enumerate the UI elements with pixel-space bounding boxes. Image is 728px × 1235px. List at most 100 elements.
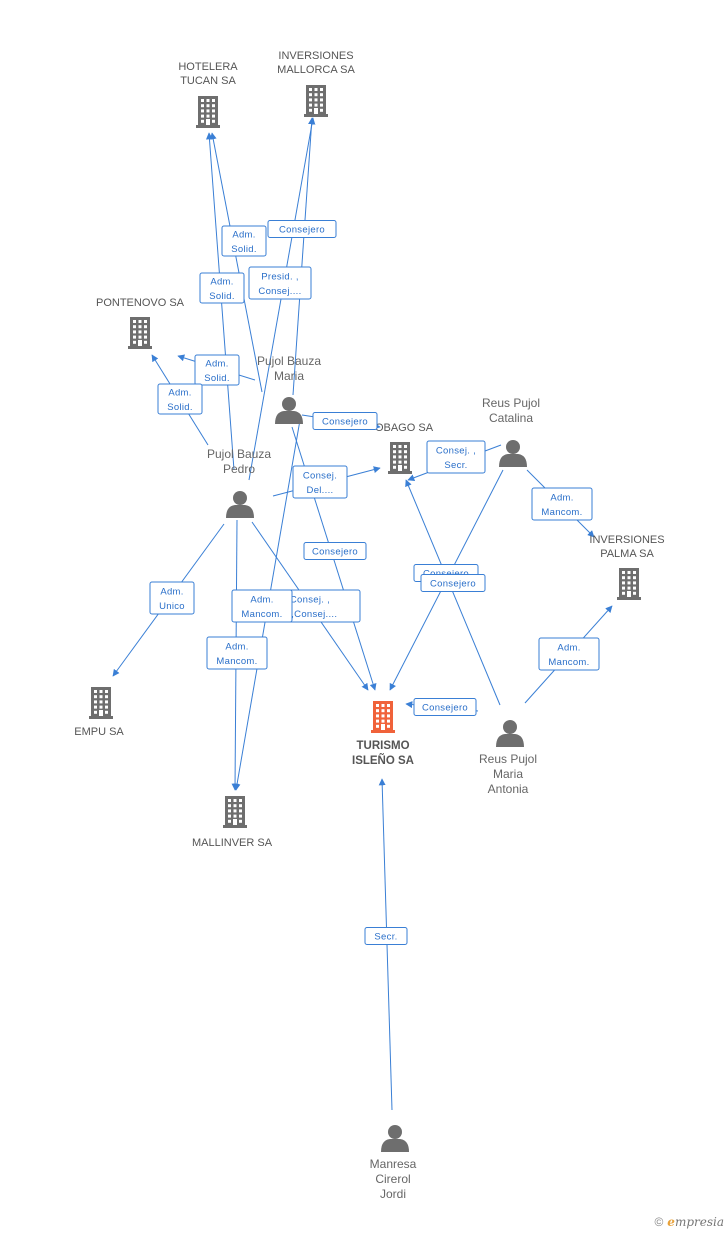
edge-label-box bbox=[426, 440, 486, 474]
edge-label-maria-to-turismo[interactable]: Consejero bbox=[303, 542, 367, 560]
node-label-pontenovo: PONTENOVO SA bbox=[96, 297, 185, 309]
edge-label-maria-to-tobago[interactable]: Consejero bbox=[312, 412, 378, 430]
node-hotelera[interactable]: HOTELERA TUCAN SA bbox=[178, 61, 238, 128]
edge-label-text: Adm. bbox=[557, 642, 580, 653]
edge-label-text: Adm. bbox=[550, 492, 573, 503]
edge-label-pedro-to-pontenovo[interactable]: Adm.Solid. bbox=[157, 383, 203, 415]
node-label-tobago: OBAGO SA bbox=[375, 422, 434, 434]
node-label-jordi: Manresa bbox=[370, 1157, 417, 1171]
node-label-empu: EMPU SA bbox=[74, 726, 124, 738]
edge-label-catalina-to-invpalma[interactable]: Adm.Mancom. bbox=[531, 487, 593, 521]
node-label-invpalma: PALMA SA bbox=[600, 548, 654, 560]
edge-label-pedro-to-mallinver[interactable]: Adm. Mancom. bbox=[206, 636, 268, 670]
edge-label-text: Consejero bbox=[279, 225, 325, 236]
edge-label-box bbox=[248, 266, 312, 300]
node-label-maria: Maria bbox=[274, 369, 304, 383]
edge-label-box bbox=[413, 698, 477, 716]
edge-label-box bbox=[149, 581, 195, 615]
person-icon bbox=[499, 440, 527, 467]
edge-label-text: Adm. bbox=[250, 594, 273, 605]
node-label-invmallorca: INVERSIONES bbox=[278, 50, 353, 62]
node-label-antonia: Antonia bbox=[488, 782, 529, 796]
person-icon bbox=[496, 720, 524, 747]
edge-label-text: Del.... bbox=[307, 485, 334, 496]
edge-label-text: Adm. bbox=[225, 641, 248, 652]
node-label-antonia: Maria bbox=[493, 767, 523, 781]
node-label-turismo: TURISMO bbox=[356, 740, 409, 752]
edge-label-maria-to-mallinver[interactable]: Adm. Mancom. bbox=[231, 589, 293, 623]
node-label-pedro: Pedro bbox=[223, 462, 255, 476]
node-empu[interactable]: EMPU SA bbox=[74, 687, 124, 738]
edge-label-text: Consej.... bbox=[258, 286, 301, 297]
edge-label-pedro-to-invmallorca[interactable]: Presid. , Consej.... bbox=[248, 266, 312, 300]
edge-label-text: Adm. bbox=[160, 586, 183, 597]
edge-label-text: d.,Consej.... bbox=[283, 609, 338, 620]
edge-label-antonia-to-tobago[interactable]: Consejero bbox=[420, 574, 486, 592]
node-invmallorca[interactable]: INVERSIONES MALLORCA SA bbox=[277, 50, 355, 117]
edge-label-maria-to-pontenovo[interactable]: Adm. Solid. bbox=[194, 354, 240, 386]
node-pontenovo[interactable]: PONTENOVO SA bbox=[96, 297, 185, 349]
edge-label-text: Unico bbox=[159, 601, 185, 612]
building-icon bbox=[388, 442, 412, 474]
edge-label-catalina-to-tobago[interactable]: Consej. , Secr. bbox=[426, 440, 486, 474]
edge-label-text: Presid. , bbox=[261, 271, 299, 282]
edge-label-pedro-to-tobago[interactable]: Consej. Del.... bbox=[292, 465, 348, 499]
edge-label-text: Consej. , bbox=[436, 445, 476, 456]
node-label-hotelera: TUCAN SA bbox=[180, 75, 236, 87]
edge-label-text: Mancom. bbox=[216, 656, 257, 667]
node-tobago[interactable]: OBAGO SA bbox=[375, 422, 434, 474]
edge-label-text: Adm. bbox=[232, 229, 255, 240]
edge-label-text: Consejero bbox=[422, 703, 468, 714]
node-label-maria: Pujol Bauza bbox=[257, 354, 321, 368]
edge-label-box bbox=[199, 272, 245, 304]
node-label-invmallorca: MALLORCA SA bbox=[277, 64, 355, 76]
edge-label-text: Solid. bbox=[167, 402, 193, 413]
edge-label-box bbox=[231, 589, 293, 623]
edge-label-antonia-to-invpalma[interactable]: Adm. Mancom. bbox=[538, 637, 600, 671]
logo-initial: e bbox=[667, 1215, 675, 1229]
node-label-catalina: Catalina bbox=[489, 411, 533, 425]
edge-label-text: Consejero bbox=[322, 417, 368, 428]
edge-label-text: Secr. bbox=[444, 460, 467, 471]
edge-label-text: Consejero bbox=[430, 579, 476, 590]
node-label-jordi: Jordi bbox=[380, 1187, 406, 1201]
edge-label-box bbox=[157, 383, 203, 415]
building-icon bbox=[304, 85, 328, 117]
edge-label-text: Adm. bbox=[205, 358, 228, 369]
edge-label-jordi-to-turismo[interactable]: Secr. bbox=[364, 927, 408, 945]
edge-label-pedro-to-hotelera[interactable]: Adm.Solid. bbox=[199, 272, 245, 304]
edge-label-maria-to-invmallorca[interactable]: Consejero bbox=[267, 220, 337, 238]
edge-label-text: Solid. bbox=[204, 373, 230, 384]
building-icon bbox=[223, 796, 247, 828]
edge-label-text: Mancom. bbox=[548, 657, 589, 668]
edge-label-maria-to-hotelera[interactable]: Adm. Solid. bbox=[221, 225, 267, 257]
edge-label-text: Mancom. bbox=[241, 609, 282, 620]
node-mallinver[interactable]: MALLINVER SA bbox=[192, 796, 273, 849]
edge-label-box bbox=[267, 220, 337, 238]
edge-label-box bbox=[364, 927, 408, 945]
node-label-hotelera: HOTELERA bbox=[178, 61, 238, 73]
edge-label-text: Solid. bbox=[231, 244, 257, 255]
edge-label-pedro-to-empu[interactable]: Adm. Unico bbox=[149, 581, 195, 615]
edge-label-text: Consej. bbox=[303, 470, 337, 481]
node-label-mallinver: MALLINVER SA bbox=[192, 837, 273, 849]
building-icon bbox=[617, 568, 641, 600]
logo-text: mpresia bbox=[674, 1215, 724, 1229]
edge-label-text: Secr. bbox=[374, 932, 397, 943]
node-label-pedro: Pujol Bauza bbox=[207, 447, 271, 461]
edge-maria-to-invmallorca bbox=[292, 117, 316, 396]
edge-label-box bbox=[312, 412, 378, 430]
edge-antonia-to-tobago bbox=[405, 479, 501, 706]
edge-label-box bbox=[206, 636, 268, 670]
edge-label-text: Solid. bbox=[209, 291, 235, 302]
edge-label-antonia-to-turismo[interactable]: Consejero bbox=[413, 698, 477, 716]
edge-label-text: Consej. , bbox=[290, 594, 330, 605]
building-icon bbox=[196, 96, 220, 128]
